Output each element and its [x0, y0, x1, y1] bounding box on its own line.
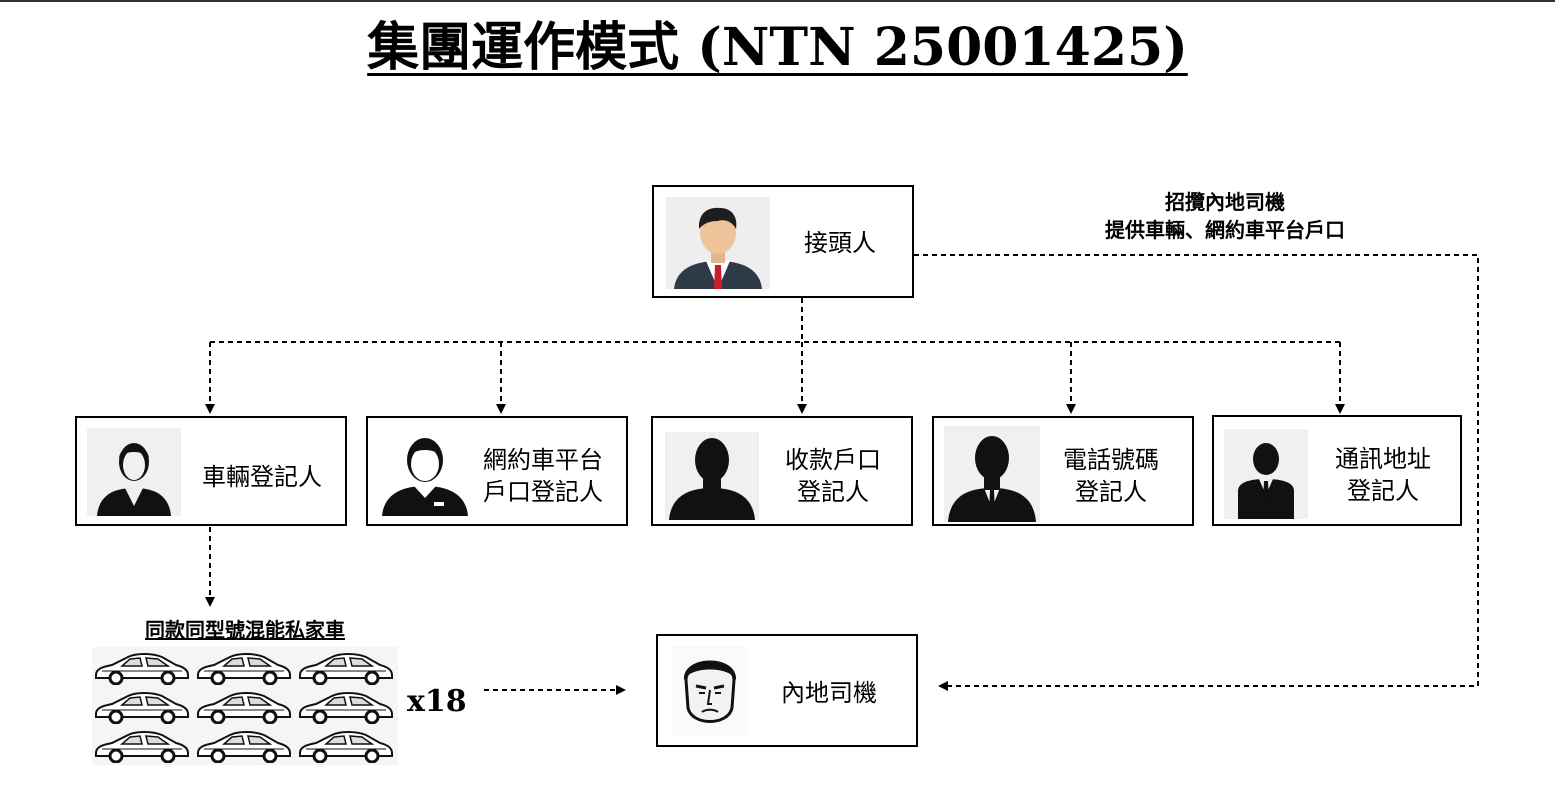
- car-icon: [296, 725, 398, 764]
- node-driver-label: 內地司機: [781, 679, 877, 707]
- node-boss-label: 接頭人: [804, 229, 876, 257]
- person-silhouette-icon: [87, 428, 181, 516]
- suit-silhouette-icon: [1224, 429, 1308, 519]
- node-phone-registrant-label: 電話號碼 登記人: [1063, 446, 1159, 506]
- car-icon: [92, 686, 194, 725]
- node-platform-registrant: 網約車平台 戶口登記人: [366, 416, 628, 526]
- node-driver: 內地司機: [656, 634, 918, 747]
- recruitment-annotation: 招攬內地司機 提供車輛、網約車平台戶口: [1105, 190, 1345, 242]
- node-phone-registrant: 電話號碼 登記人: [932, 416, 1194, 526]
- car-icon: [194, 647, 296, 686]
- node-account-registrant-label: 收款戶口 登記人: [785, 446, 881, 506]
- node-address-registrant-label: 通訊地址 登記人: [1335, 445, 1431, 505]
- arrow-boss-to-driver: [914, 254, 1479, 691]
- person-silhouette-icon: [665, 432, 759, 520]
- car-icon: [92, 725, 194, 764]
- person-outline-icon: [378, 428, 472, 516]
- node-address-registrant: 通訊地址 登記人: [1212, 415, 1462, 526]
- node-vehicle-registrant: 車輛登記人: [75, 416, 347, 526]
- car-icon: [194, 686, 296, 725]
- top-border-line: [0, 0, 1555, 2]
- car-icon: [194, 725, 296, 764]
- car-count: x18: [407, 684, 467, 719]
- car-icon: [92, 647, 194, 686]
- suit-silhouette-icon: [944, 426, 1040, 522]
- node-vehicle-registrant-label: 車輛登記人: [202, 463, 322, 491]
- node-boss: 接頭人: [652, 185, 914, 298]
- cars-caption: 同款同型號混能私家車: [145, 618, 345, 642]
- cars-grid: [92, 647, 398, 765]
- car-icon: [296, 686, 398, 725]
- car-icon: [296, 647, 398, 686]
- businessman-avatar-icon: [666, 197, 770, 289]
- page-title: 集團運作模式 (NTN 25001425): [367, 17, 1188, 78]
- node-account-registrant: 收款戶口 登記人: [651, 416, 913, 526]
- node-platform-registrant-label: 網約車平台 戶口登記人: [483, 446, 603, 506]
- driver-face-icon: [672, 646, 748, 736]
